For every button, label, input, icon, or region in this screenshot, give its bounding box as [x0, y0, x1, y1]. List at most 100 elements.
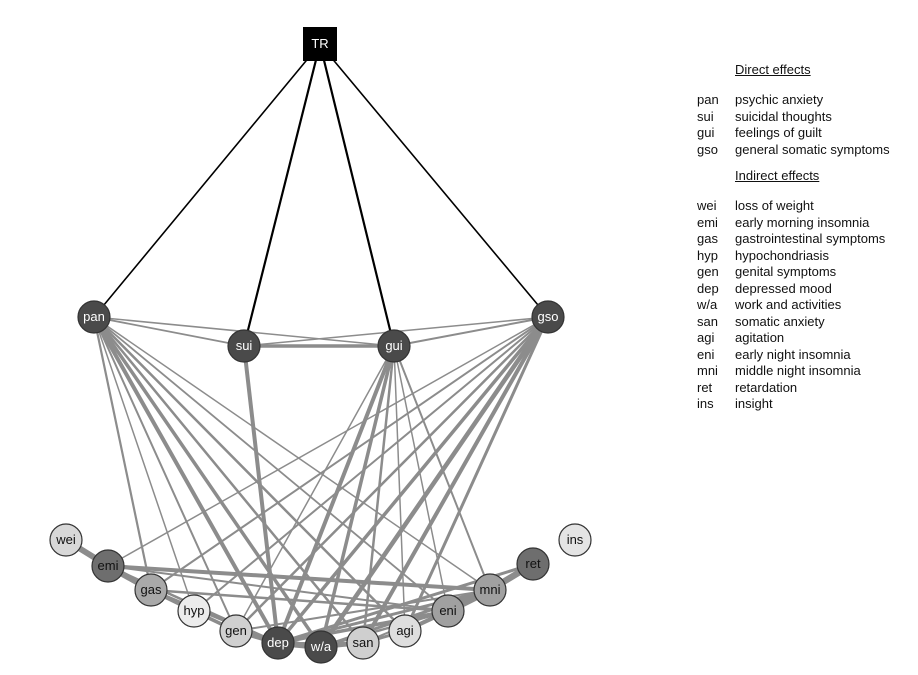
symptom-node-circle — [77, 300, 111, 334]
node-san: san — [346, 626, 380, 660]
edge-gso-agi — [403, 315, 550, 633]
edge-gso-san — [361, 315, 550, 645]
symptom-node-circle — [219, 614, 253, 648]
node-eni: eni — [431, 594, 465, 628]
legend-description: work and activities — [735, 297, 842, 312]
edge-TR-gui — [318, 42, 396, 348]
edge-gso-gas — [150, 316, 549, 591]
edge-pan-eni — [93, 316, 449, 612]
node-gas: gas — [134, 573, 168, 607]
node-label: eni — [439, 603, 456, 618]
legend-abbreviation: gui — [697, 125, 715, 140]
node-label: gen — [225, 623, 247, 638]
node-label: sui — [236, 338, 253, 353]
legend-abbreviation: gas — [697, 231, 718, 246]
legend-abbreviation: w/a — [697, 297, 718, 312]
node-TR: TR — [303, 27, 337, 61]
legend-abbreviation: dep — [697, 280, 719, 296]
legend-abbreviation: gso — [697, 141, 718, 157]
symptom-node-circle — [49, 523, 83, 557]
node-pan: pan — [77, 300, 111, 334]
node-ret: ret — [516, 547, 550, 581]
symptom-node-circle — [177, 594, 211, 628]
edge-gui-wa — [319, 344, 396, 649]
legend-description: suicidal thoughts — [735, 108, 832, 124]
node-mni: mni — [473, 573, 507, 607]
edge-san-mni — [362, 589, 491, 644]
edge-gui-san — [361, 344, 396, 645]
legend-abbreviation: wei — [697, 198, 717, 213]
symptom-node-circle — [91, 549, 125, 583]
node-label: pan — [83, 309, 105, 324]
symptom-node-circle — [134, 573, 168, 607]
edge-pan-san — [92, 315, 365, 645]
node-label: gso — [538, 309, 559, 324]
legend-description: retardation — [735, 379, 798, 395]
node-label: ret — [525, 556, 541, 571]
edge-emi-eni — [107, 565, 449, 612]
edge-TR-pan — [93, 43, 321, 318]
node-label: wei — [55, 532, 76, 547]
legend-description: agitation — [735, 330, 785, 345]
legend-entry: w/a work and activities — [697, 297, 912, 314]
legend-description: hypochondriasis — [735, 247, 829, 263]
legend-description: general somatic symptoms — [735, 141, 890, 157]
legend-entry: pan psychic anxiety — [697, 92, 912, 109]
legend-entry: eni early night insomnia — [697, 347, 912, 364]
node-gui: gui — [377, 329, 411, 363]
legend-abbreviation: san — [697, 313, 718, 329]
legend-description: psychic anxiety — [735, 92, 824, 107]
node-label: mni — [480, 582, 501, 597]
legend-entry: gso general somatic symptoms — [697, 142, 912, 159]
edge-gso-emi — [107, 316, 549, 567]
edge-pan-gen — [93, 316, 237, 632]
edge-gso-hyp — [193, 316, 549, 612]
node-wa: w/a — [304, 630, 338, 664]
symptom-node-circle — [377, 329, 411, 363]
symptom-node-circle — [261, 626, 295, 660]
node-label: dep — [267, 635, 289, 650]
symptom-node-circle — [531, 300, 565, 334]
symptom-node-circle — [346, 626, 380, 660]
symptom-node-circle — [473, 573, 507, 607]
node-label: w/a — [310, 639, 332, 654]
node-label: emi — [98, 558, 119, 573]
symptom-node-circle — [227, 329, 261, 363]
edge-gso-dep — [276, 315, 550, 645]
edges-layer — [63, 42, 551, 650]
legend-abbreviation: eni — [697, 346, 715, 362]
edge-pan-hyp — [93, 316, 195, 612]
edge-gso-wa — [318, 314, 551, 650]
node-label: hyp — [184, 603, 205, 618]
legend-description: middle night insomnia — [735, 363, 861, 378]
legend-abbreviation: pan — [697, 92, 719, 107]
node-label: ins — [567, 532, 584, 547]
legend-abbreviation: ret — [697, 379, 713, 395]
edge-pan-wa — [92, 315, 323, 649]
legend-description: feelings of guilt — [735, 125, 822, 140]
symptom-node-circle — [516, 547, 550, 581]
node-sui: sui — [227, 329, 261, 363]
node-label: san — [353, 635, 374, 650]
legend-abbreviation: mni — [697, 363, 718, 378]
node-emi: emi — [91, 549, 125, 583]
node-label: gas — [141, 582, 162, 597]
node-dep: dep — [261, 626, 295, 660]
node-wei: wei — [49, 523, 83, 557]
legend-abbreviation: ins — [697, 396, 714, 411]
treatment-node-square — [303, 27, 337, 61]
legend-description: early night insomnia — [735, 346, 851, 362]
edge-pan-gas — [92, 315, 153, 592]
legend-entry: mni middle night insomnia — [697, 363, 912, 380]
